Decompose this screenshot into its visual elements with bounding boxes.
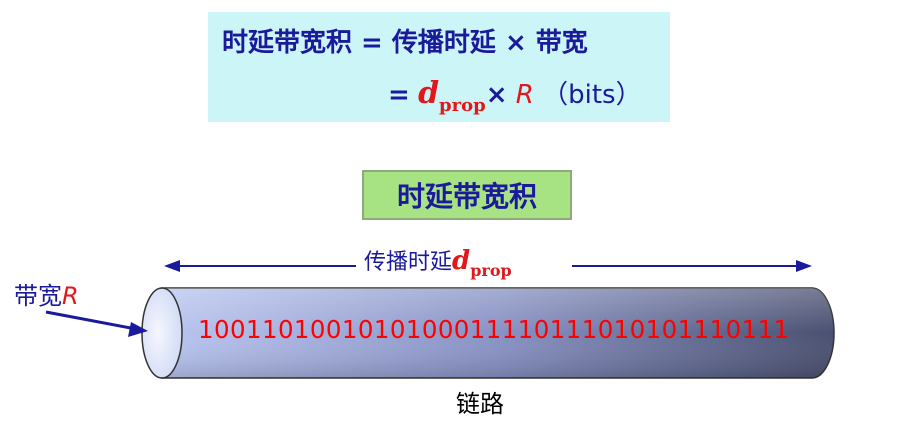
diagram-title: 时延带宽积 [362, 170, 572, 220]
formula-d-var: d [418, 76, 440, 111]
propagation-delay-label: 传播时延dprop [358, 244, 518, 280]
propagation-prop-subscript: prop [470, 261, 512, 280]
formula-r-var: R [515, 80, 534, 110]
bandwidth-r-var: R [62, 282, 79, 310]
bit-stream: 1001101001010100011110111010101110111 [198, 315, 790, 344]
propagation-arrowhead-right [796, 260, 812, 272]
formula-times: × [485, 80, 508, 110]
bandwidth-arrow [45, 310, 137, 331]
formula-unit: （bits） [542, 80, 642, 110]
bandwidth-text: 带宽 [14, 282, 62, 310]
bandwidth-arrowhead [128, 322, 148, 337]
formula-equals: = [388, 80, 410, 110]
propagation-delay-text: 传播时延 [364, 250, 453, 275]
formula-prop-subscript: prop [439, 95, 486, 116]
bandwidth-label: 带宽R [14, 276, 79, 311]
propagation-d-var: d [452, 246, 471, 276]
link-pipe-shade [162, 288, 834, 378]
formula-line-2: = dprop× R （bits） [388, 74, 642, 116]
formula-box: 时延带宽积 = 传播时延 × 带宽 = dprop× R （bits） [208, 12, 670, 122]
propagation-arrowhead-left [164, 260, 180, 272]
link-label: 链路 [456, 390, 504, 418]
formula-line-1: 时延带宽积 = 传播时延 × 带宽 [222, 28, 588, 58]
link-pipe-end-cap [141, 287, 183, 379]
